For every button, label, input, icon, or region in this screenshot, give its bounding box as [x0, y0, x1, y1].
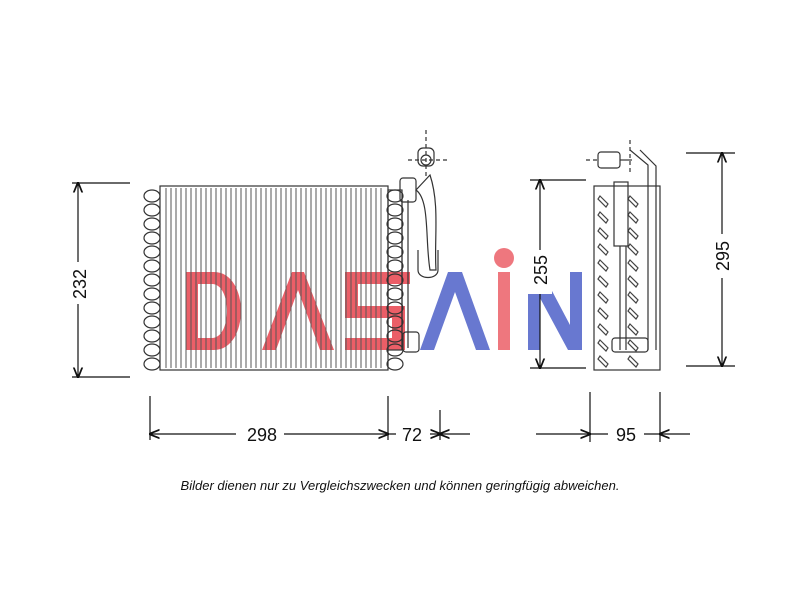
- dim-depth-side: 95: [616, 425, 636, 445]
- dim-height-front: 232: [70, 269, 90, 299]
- disclaimer-caption: Bilder dienen nur zu Vergleichszwecken u…: [180, 478, 620, 493]
- dim-width-core: 298: [247, 425, 277, 445]
- dim-width-pipes: 72: [402, 425, 422, 445]
- side-view: [586, 140, 661, 371]
- watermark-logo: [186, 248, 582, 350]
- dim-height-side: 255: [531, 255, 551, 285]
- dim-height-total: 295: [713, 241, 733, 271]
- front-view: [143, 130, 448, 371]
